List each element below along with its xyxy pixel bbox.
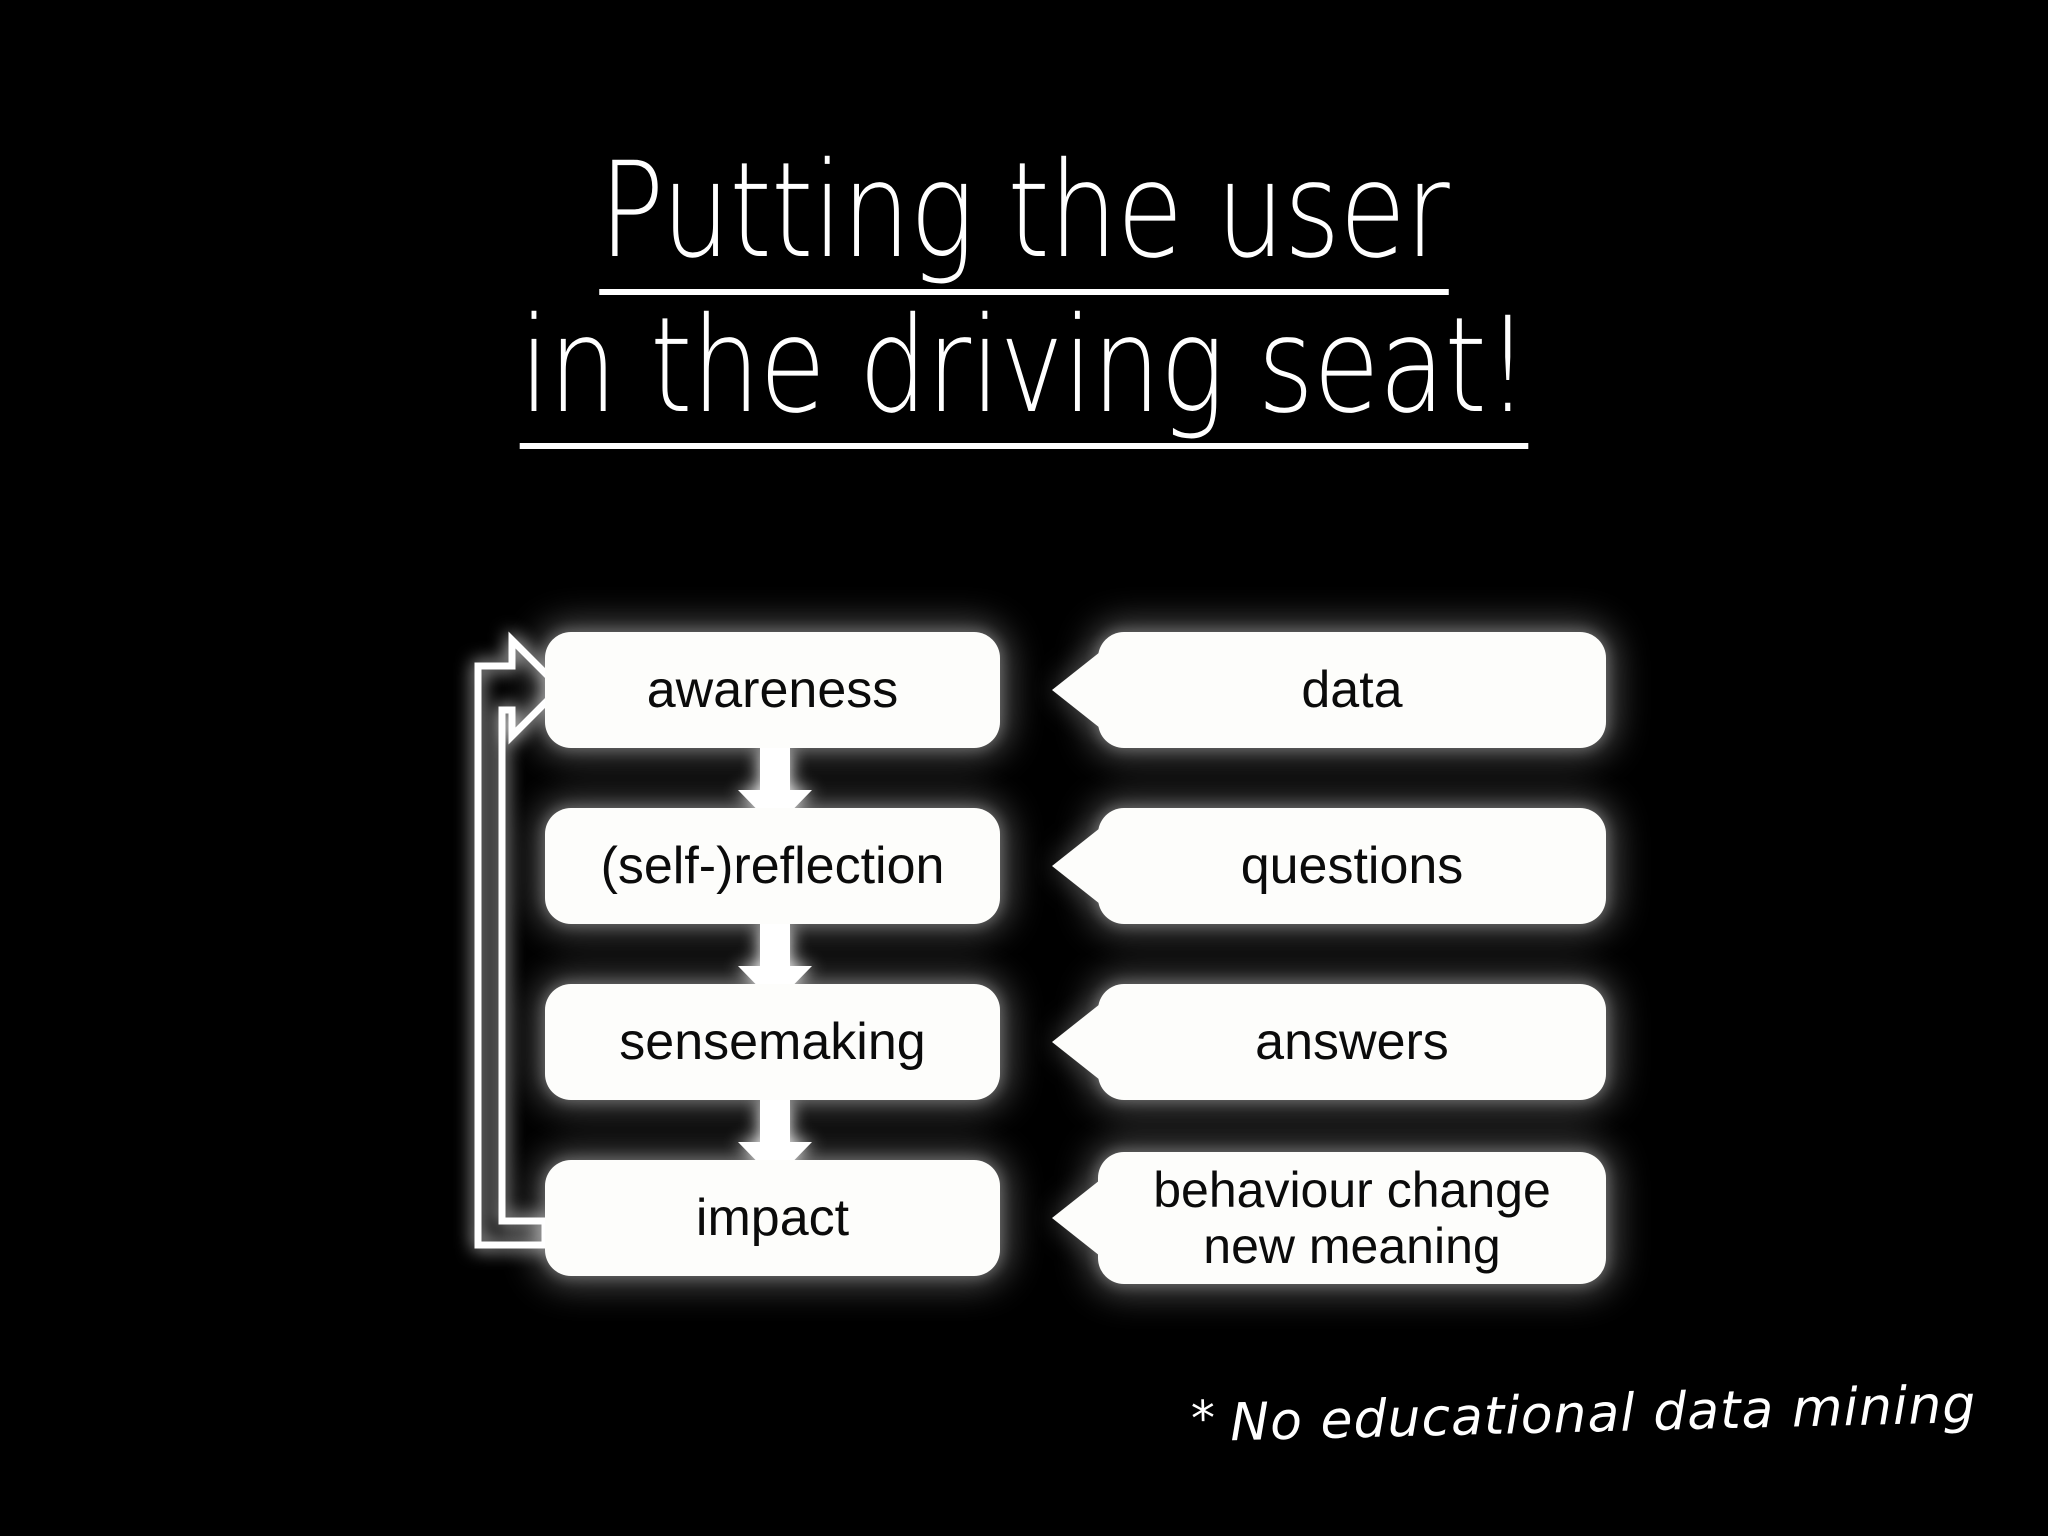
process-box-impact-label: impact: [695, 1188, 850, 1247]
title-line-1: Putting the user: [184, 140, 1863, 295]
title-line-2: in the driving seat!: [184, 294, 1863, 450]
footnote: *No educational data mining: [1190, 1372, 1977, 1454]
process-box-awareness[interactable]: awareness: [545, 632, 1000, 748]
callout-answers[interactable]: answers: [1098, 984, 1606, 1100]
process-box-reflection-label: (self-)reflection: [600, 836, 945, 895]
callout-questions-label: questions: [1240, 836, 1464, 895]
title-line-1-text: Putting the user: [599, 140, 1450, 295]
footnote-marker: *: [1190, 1390, 1217, 1448]
callout-behaviour-line-2: new meaning: [1203, 1218, 1501, 1274]
callout-behaviour-change[interactable]: behaviour change new meaning: [1098, 1152, 1606, 1284]
callout-data-label: data: [1301, 660, 1403, 719]
process-box-awareness-label: awareness: [646, 660, 899, 719]
callout-behaviour-line-1: behaviour change: [1153, 1162, 1551, 1218]
process-box-sensemaking-label: sensemaking: [619, 1012, 926, 1071]
footnote-text: No educational data mining: [1229, 1375, 1977, 1454]
process-box-reflection[interactable]: (self-)reflection: [545, 808, 1000, 924]
callout-answers-label: answers: [1255, 1012, 1449, 1071]
process-box-sensemaking[interactable]: sensemaking: [545, 984, 1000, 1100]
page-title: Putting the user in the driving seat!: [0, 140, 2048, 450]
callout-questions[interactable]: questions: [1098, 808, 1606, 924]
callout-data[interactable]: data: [1098, 632, 1606, 748]
process-box-impact[interactable]: impact: [545, 1160, 1000, 1276]
title-line-2-text: in the driving seat!: [519, 294, 1529, 450]
